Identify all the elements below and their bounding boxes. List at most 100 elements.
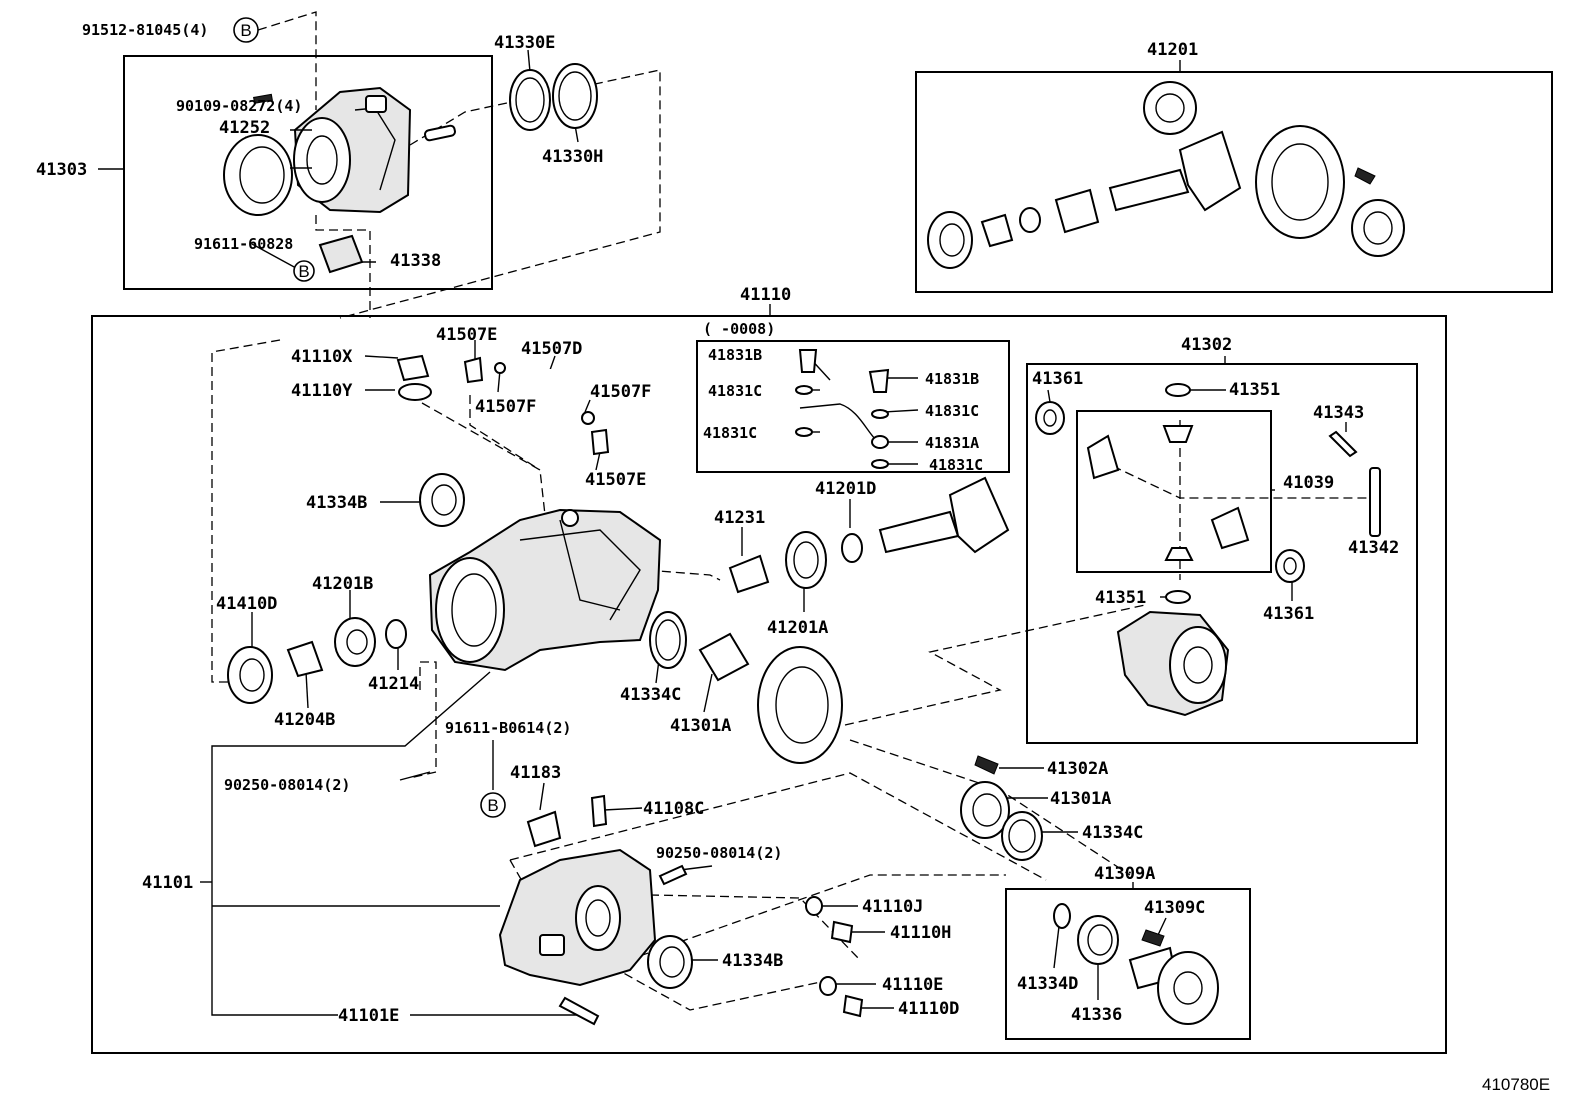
label-41301a-left: 41301A — [670, 716, 731, 736]
label-91611-60828: 91611-60828 — [194, 235, 293, 253]
label-41110e: 41110E — [882, 975, 943, 995]
label-41507f-left: 41507F — [475, 397, 536, 417]
callout-b-2: B — [293, 260, 315, 282]
svg-text:B: B — [240, 21, 251, 40]
label-41334c-right: 41334C — [1082, 823, 1143, 843]
label-41831c-right-1: 41831C — [925, 402, 979, 420]
vent-tube-parts — [795, 349, 890, 469]
label-41361-bottom: 41361 — [1263, 604, 1314, 624]
label-90250-08014-left: 90250-08014(2) — [224, 776, 350, 794]
ring-gear-and-bearings — [649, 611, 843, 764]
label-41303: 41303 — [36, 160, 87, 180]
side-gear-shaft-parts — [1053, 903, 1219, 1025]
label-41204b: 41204B — [274, 710, 335, 730]
drive-pinion-parts — [728, 476, 1010, 594]
rear-cover-housing — [293, 86, 412, 214]
label-41334c-left: 41334C — [620, 685, 681, 705]
svg-text:B: B — [487, 796, 498, 815]
label-41101: 41101 — [142, 873, 193, 893]
callout-b-1: B — [233, 17, 259, 43]
pin-41303 — [424, 124, 456, 142]
gaskets-41330 — [509, 63, 598, 131]
oil-seal-41252 — [223, 134, 293, 216]
label-41301a-right: 41301A — [1050, 789, 1111, 809]
label-41201b: 41201B — [312, 574, 373, 594]
label-91512-81045: 91512-81045(4) — [82, 21, 208, 39]
label-41831a: 41831A — [925, 434, 979, 452]
label-41351-bottom: 41351 — [1095, 588, 1146, 608]
leader-lines — [98, 49, 1377, 1016]
carrier-housing — [428, 508, 662, 672]
label-41183: 41183 — [510, 763, 561, 783]
label-41410d: 41410D — [216, 594, 277, 614]
differential-case-parts — [1035, 383, 1381, 717]
label-41110: 41110 — [740, 285, 791, 305]
oil-seal-41334b-lower — [647, 935, 693, 989]
bolts-and-plugs-lower — [558, 794, 864, 1026]
label-41351-top: 41351 — [1229, 380, 1280, 400]
label-91611-b0614: 91611-B0614(2) — [445, 719, 571, 737]
label-41831c-left-2: 41831C — [703, 424, 757, 442]
ring-pinion-kit-parts — [927, 81, 1405, 269]
label-41507d: 41507D — [521, 339, 582, 359]
label-41330e: 41330E — [494, 33, 555, 53]
label-41110d: 41110D — [898, 999, 959, 1019]
label-41110x: 41110X — [291, 347, 353, 367]
stud-bolts — [253, 93, 312, 169]
side-gear-shaft-subassembly-frame — [1005, 888, 1251, 1040]
label-41201d: 41201D — [815, 479, 876, 499]
label-41507f-right: 41507F — [590, 382, 651, 402]
label-41334b-bottom: 41334B — [722, 951, 783, 971]
label-41361-top: 41361 — [1032, 369, 1083, 389]
label-41110y: 41110Y — [291, 381, 353, 401]
breather-hose — [463, 356, 610, 456]
plug-41338 — [318, 234, 364, 274]
label-41201a-left: 41201A — [767, 618, 828, 638]
label-41302a: 41302A — [1047, 759, 1108, 779]
svg-text:B: B — [298, 262, 309, 281]
callout-b-3: B — [480, 792, 506, 818]
label-41214: 41214 — [368, 674, 419, 694]
vent-tube-group-frame — [696, 340, 1010, 473]
label-41110h: 41110H — [890, 923, 951, 943]
label-41330h: 41330H — [542, 147, 603, 167]
label-0008-range: ( -0008) — [703, 320, 775, 338]
label-41110j: 41110J — [862, 897, 923, 917]
drain-filler-plugs — [396, 354, 432, 401]
ring-pinion-gear-kit-frame — [915, 71, 1553, 293]
bracket-41183 — [526, 810, 562, 848]
label-41309c: 41309C — [1144, 898, 1205, 918]
label-41507e-bottom: 41507E — [585, 470, 646, 490]
label-41831c-left-1: 41831C — [708, 382, 762, 400]
label-41309a: 41309A — [1094, 864, 1155, 884]
pinion-gear-kit-frame — [1076, 410, 1272, 573]
lower-case-housing — [498, 848, 657, 987]
label-41101e: 41101E — [338, 1006, 399, 1026]
label-41831b-left: 41831B — [708, 346, 762, 364]
label-41342: 41342 — [1348, 538, 1399, 558]
label-41039: 41039 — [1283, 473, 1334, 493]
label-41338: 41338 — [390, 251, 441, 271]
side-bearings-right — [960, 755, 1043, 861]
label-41831b-right: 41831B — [925, 370, 979, 388]
label-41334d: 41334D — [1017, 974, 1078, 994]
label-41201: 41201 — [1147, 40, 1198, 60]
label-41231: 41231 — [714, 508, 765, 528]
label-41302: 41302 — [1181, 335, 1232, 355]
label-41252: 41252 — [219, 118, 270, 138]
label-41334b-top: 41334B — [306, 493, 367, 513]
label-41343: 41343 — [1313, 403, 1364, 423]
differential-case-assembly-frame — [1026, 363, 1418, 744]
label-90109-08272: 90109-08272(4) — [176, 97, 302, 115]
label-41831c-right-2: 41831C — [929, 456, 983, 474]
differential-carrier-assembly-frame — [91, 315, 1447, 1054]
label-41507e-top: 41507E — [436, 325, 497, 345]
part-labels: 91512-81045(4) 90109-08272(4) 41252 4130… — [36, 21, 1550, 1094]
rear-cover-subassembly-frame — [123, 55, 493, 290]
front-bearings-seals — [227, 473, 465, 704]
label-41108c: 41108C — [643, 799, 704, 819]
label-41336: 41336 — [1071, 1005, 1122, 1025]
label-90250-08014-right: 90250-08014(2) — [656, 844, 782, 862]
